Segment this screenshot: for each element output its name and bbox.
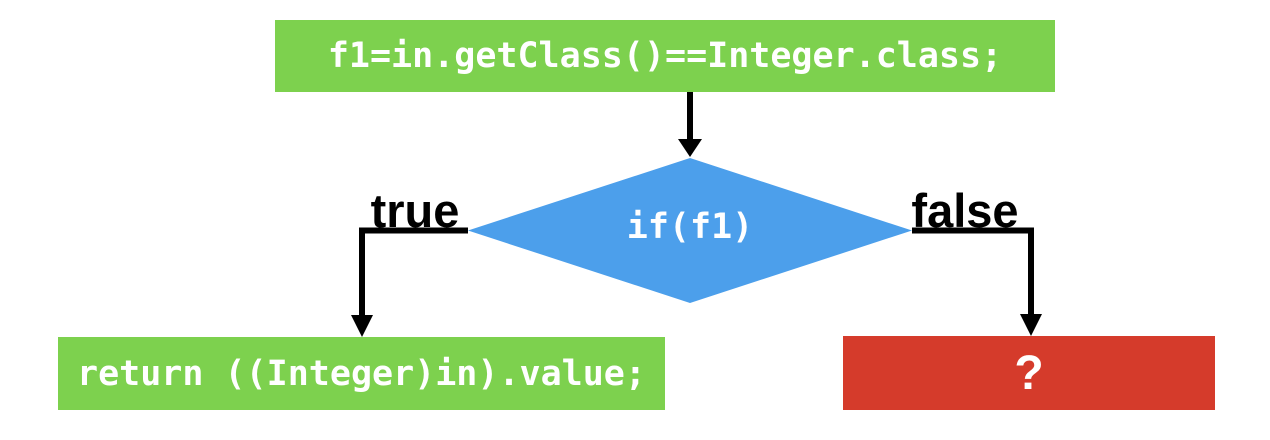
branch-label-false: false: [911, 184, 1019, 237]
node-unknown-question: ?: [843, 336, 1215, 410]
arrowhead-into-unknown: [1020, 314, 1042, 336]
branch-label-true: true: [370, 184, 460, 237]
node-assign-f1: f1=in.getClass()==Integer.class;: [275, 20, 1055, 92]
decision-diamond-shape: [468, 158, 912, 303]
edge-decision-true: [359, 227, 468, 318]
node-return-value: return ((Integer)in).value;: [58, 337, 665, 410]
edge-decision-false: [912, 227, 1034, 317]
node-decision-label: if(f1): [626, 207, 754, 247]
arrowhead-into-return: [351, 315, 373, 337]
arrowhead-into-decision: [678, 139, 702, 157]
